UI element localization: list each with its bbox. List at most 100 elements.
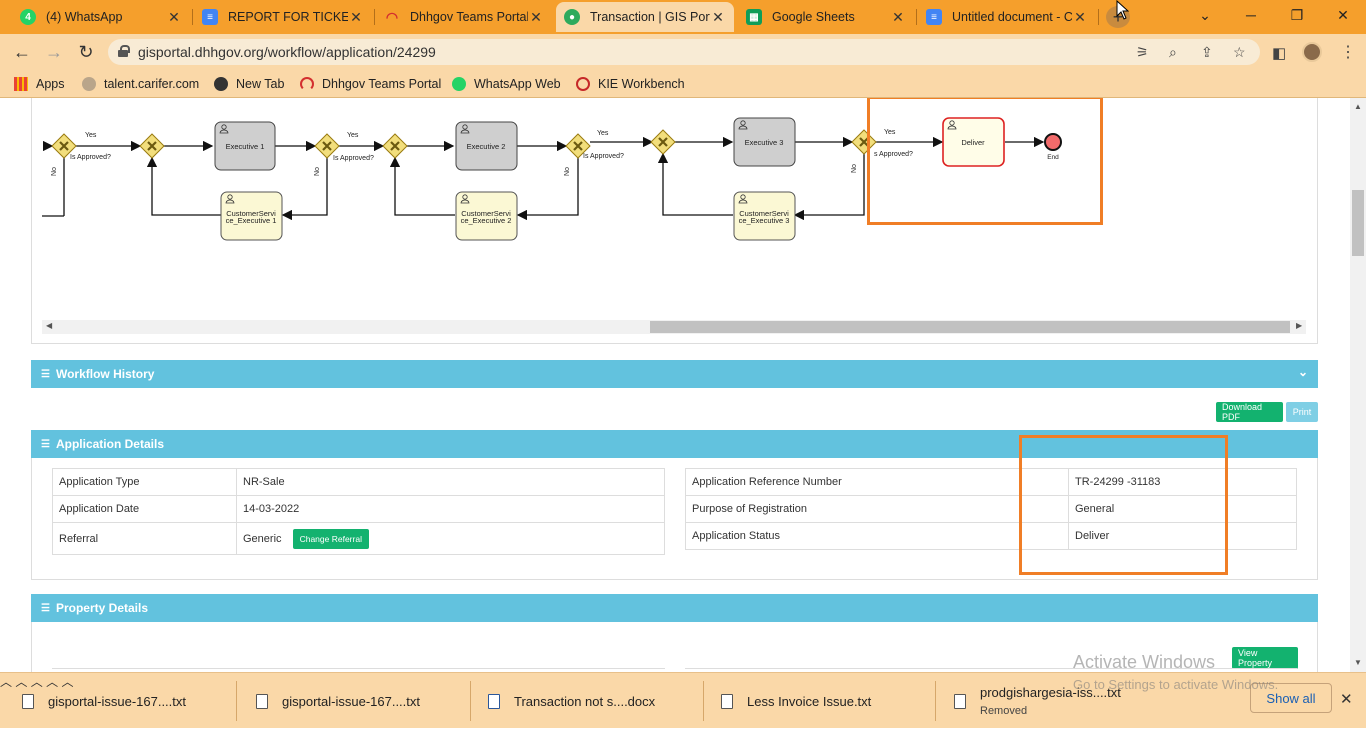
task-cs-2-line2: ce_Executive 2 xyxy=(461,216,512,225)
tab-title: Dhhgov Teams Portal xyxy=(410,10,528,24)
detail-label: Referral xyxy=(52,522,237,555)
bookmark-kie-workbench[interactable]: KIE Workbench xyxy=(576,77,685,91)
task-executive-1[interactable]: Executive 1 xyxy=(226,142,265,151)
avatar[interactable] xyxy=(1302,42,1322,62)
download-text: prodgishargesia-iss....txt Removed xyxy=(980,685,1121,717)
chevron-up-icon[interactable]: ︿ xyxy=(61,675,74,689)
restore-button[interactable]: ❐ xyxy=(1290,6,1304,23)
translate-icon[interactable]: ⚞ xyxy=(1136,44,1149,60)
tab-title: (4) WhatsApp xyxy=(46,10,123,24)
scrollbar-thumb[interactable] xyxy=(1352,190,1364,256)
download-item[interactable]: gisportal-issue-167....txt xyxy=(22,673,186,729)
task-executive-2[interactable]: Executive 2 xyxy=(467,142,506,151)
scroll-up-icon[interactable]: ▲ xyxy=(1354,102,1362,111)
close-icon[interactable]: ✕ xyxy=(350,8,362,25)
tab-whatsapp[interactable]: 4 (4) WhatsApp ✕ xyxy=(12,2,190,32)
zoom-icon[interactable]: ⌕ xyxy=(1169,44,1177,60)
tab-google-sheets[interactable]: ▦ Google Sheets ✕ xyxy=(738,2,914,32)
reload-button[interactable]: ↻ xyxy=(78,41,94,62)
docs-icon: ≡ xyxy=(202,9,218,25)
task-executive-3[interactable]: Executive 3 xyxy=(745,138,784,147)
close-icon[interactable]: ✕ xyxy=(892,8,904,25)
chevron-up-icon[interactable]: ︿ xyxy=(15,675,28,689)
bookmark-teams-portal[interactable]: Dhhgov Teams Portal xyxy=(300,77,441,91)
page-vertical-scrollbar[interactable]: ▲ ▼ xyxy=(1350,98,1366,672)
minimize-button[interactable]: ─ xyxy=(1246,7,1256,23)
table-row: Purpose of Registration General xyxy=(685,495,1297,523)
tab-gis-portal[interactable]: ● Transaction | GIS Porta ✕ xyxy=(556,2,734,32)
yes-label: Yes xyxy=(597,130,609,137)
teams-portal-icon xyxy=(300,77,314,91)
no-label: No xyxy=(314,167,321,176)
download-item[interactable]: Less Invoice Issue.txt xyxy=(721,673,871,729)
tab-title: Google Sheets xyxy=(772,10,855,24)
side-panel-icon[interactable]: ◧ xyxy=(1272,45,1287,62)
scrollbar-thumb[interactable] xyxy=(650,321,1290,333)
bookmark-talent-carifer[interactable]: talent.carifer.com xyxy=(82,77,199,91)
table-row: Application Date 14-03-2022 xyxy=(52,495,665,523)
chevron-up-icon[interactable]: ︿ xyxy=(0,675,13,689)
close-window-button[interactable]: ✕ xyxy=(1337,6,1349,23)
carifer-icon xyxy=(82,77,96,91)
close-download-bar-icon[interactable]: ✕ xyxy=(1340,691,1353,708)
is-approved-label: Is Approved? xyxy=(70,154,111,161)
application-details-header[interactable]: ☰ Application Details xyxy=(31,430,1318,458)
url-text: gisportal.dhhgov.org/workflow/applicatio… xyxy=(138,44,436,60)
word-file-icon xyxy=(488,693,500,709)
task-cs-3[interactable]: CustomerServi xyxy=(739,209,789,218)
mouse-cursor-icon xyxy=(1116,0,1130,20)
detail-value: 14-03-2022 xyxy=(236,495,665,523)
list-icon: ☰ xyxy=(41,602,50,614)
task-cs-1[interactable]: CustomerServi xyxy=(226,209,276,218)
share-icon[interactable]: ⇪ xyxy=(1201,44,1213,60)
back-button[interactable]: ← xyxy=(13,41,31,62)
download-filename: Less Invoice Issue.txt xyxy=(747,693,872,709)
chevron-up-icon[interactable]: ︿ xyxy=(46,675,59,689)
download-filename: Transaction not s....docx xyxy=(514,693,656,709)
view-property-button[interactable]: View Property xyxy=(1232,647,1298,669)
bookmark-label: WhatsApp Web xyxy=(474,77,561,91)
tab-untitled-document[interactable]: ≡ Untitled document - C ✕ xyxy=(918,2,1096,32)
task-deliver[interactable]: Deliver xyxy=(961,138,985,147)
download-item[interactable]: prodgishargesia-iss....txt Removed xyxy=(954,673,1121,729)
workflow-history-header[interactable]: ☰ Workflow History ⌄ xyxy=(31,360,1318,388)
tab-report[interactable]: ≡ REPORT FOR TICKET N ✕ xyxy=(194,2,372,32)
download-item[interactable]: Transaction not s....docx xyxy=(488,673,655,729)
close-icon[interactable]: ✕ xyxy=(1074,8,1086,25)
scroll-down-icon[interactable]: ▼ xyxy=(1354,658,1362,667)
task-cs-2[interactable]: CustomerServi xyxy=(461,209,511,218)
download-pdf-button[interactable]: Download PDF xyxy=(1216,402,1283,422)
tab-search-icon[interactable]: ⌄ xyxy=(1199,6,1211,23)
is-approved-label: Is Approved? xyxy=(583,153,624,160)
no-label: No xyxy=(51,167,58,176)
table-row: Application Status Deliver xyxy=(685,522,1297,550)
print-button[interactable]: Print xyxy=(1286,402,1318,422)
show-all-button[interactable]: Show all xyxy=(1250,683,1332,713)
scroll-left-icon[interactable]: ◀ xyxy=(46,321,53,330)
tab-title: Transaction | GIS Porta xyxy=(590,10,710,24)
no-label: No xyxy=(851,164,858,173)
change-referral-button[interactable]: Change Referral xyxy=(292,528,369,549)
download-shelf: gisportal-issue-167....txt ︿ gisportal-i… xyxy=(0,672,1366,728)
table-row: Application Type NR-Sale xyxy=(52,468,665,496)
forward-button[interactable]: → xyxy=(45,41,63,62)
close-icon[interactable]: ✕ xyxy=(168,8,180,25)
bookmark-apps[interactable]: Apps xyxy=(14,77,65,91)
close-icon[interactable]: ✕ xyxy=(530,8,542,25)
bookmark-new-tab[interactable]: New Tab xyxy=(214,77,284,91)
property-details-header[interactable]: ☰ Property Details xyxy=(31,594,1318,622)
scroll-right-icon[interactable]: ▶ xyxy=(1296,321,1303,330)
kie-icon xyxy=(576,77,590,91)
diagram-horizontal-scrollbar[interactable]: ◀ ▶ xyxy=(42,320,1306,334)
download-item[interactable]: gisportal-issue-167....txt xyxy=(256,673,420,729)
address-bar[interactable]: gisportal.dhhgov.org/workflow/applicatio… xyxy=(108,39,1260,65)
detail-value: General xyxy=(1068,495,1297,523)
chevron-down-icon[interactable]: ⌄ xyxy=(1297,365,1308,379)
close-icon[interactable]: ✕ xyxy=(712,8,724,25)
chevron-up-icon[interactable]: ︿ xyxy=(30,675,43,689)
star-icon[interactable]: ☆ xyxy=(1233,44,1246,60)
menu-icon[interactable]: ⋮ xyxy=(1340,44,1356,61)
bookmark-whatsapp-web[interactable]: WhatsApp Web xyxy=(452,77,561,91)
tab-teams-portal[interactable]: ◠ Dhhgov Teams Portal ✕ xyxy=(376,2,552,32)
panel-title: Workflow History xyxy=(55,367,155,381)
